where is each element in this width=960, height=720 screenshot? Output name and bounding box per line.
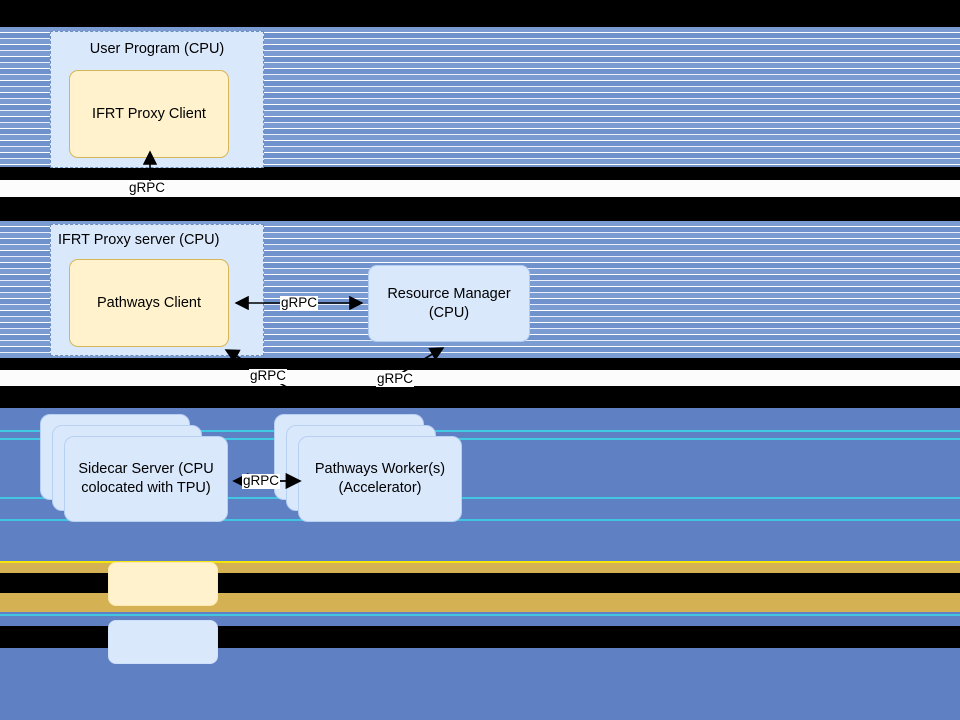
edge-workers-to-resource-manager — [369, 347, 445, 394]
edge-label-sidecar-to-pathways-client: gRPC — [249, 368, 288, 384]
node-resource-manager[interactable]: Resource Manager (CPU) — [368, 265, 530, 342]
legend-swatch-cream — [108, 562, 218, 606]
edge-label-sidecar-to-workers: gRPC — [242, 473, 281, 489]
edge-label-client-to-proxy-server: gRPC — [128, 180, 167, 196]
edge-label-workers-to-resource-manager: gRPC — [376, 371, 415, 387]
legend-swatch-blue — [108, 620, 218, 664]
group-title-ifrt-proxy-server: IFRT Proxy server (CPU) — [58, 232, 220, 248]
node-pathways-workers[interactable]: Pathways Worker(s) (Accelerator) — [298, 436, 462, 522]
node-sidecar-server-stack[interactable]: Sidecar Server (CPU colocated with TPU) — [40, 414, 230, 528]
node-sidecar-server[interactable]: Sidecar Server (CPU colocated with TPU) — [64, 436, 228, 522]
node-pathways-client[interactable]: Pathways Client — [69, 259, 229, 347]
node-ifrt-proxy-client[interactable]: IFRT Proxy Client — [69, 70, 229, 158]
edge-label-resource-manager-to-pathways-client: gRPC — [280, 295, 319, 311]
group-title-user-program: User Program (CPU) — [89, 41, 225, 57]
node-pathways-workers-stack[interactable]: Pathways Worker(s) (Accelerator) — [274, 414, 464, 528]
